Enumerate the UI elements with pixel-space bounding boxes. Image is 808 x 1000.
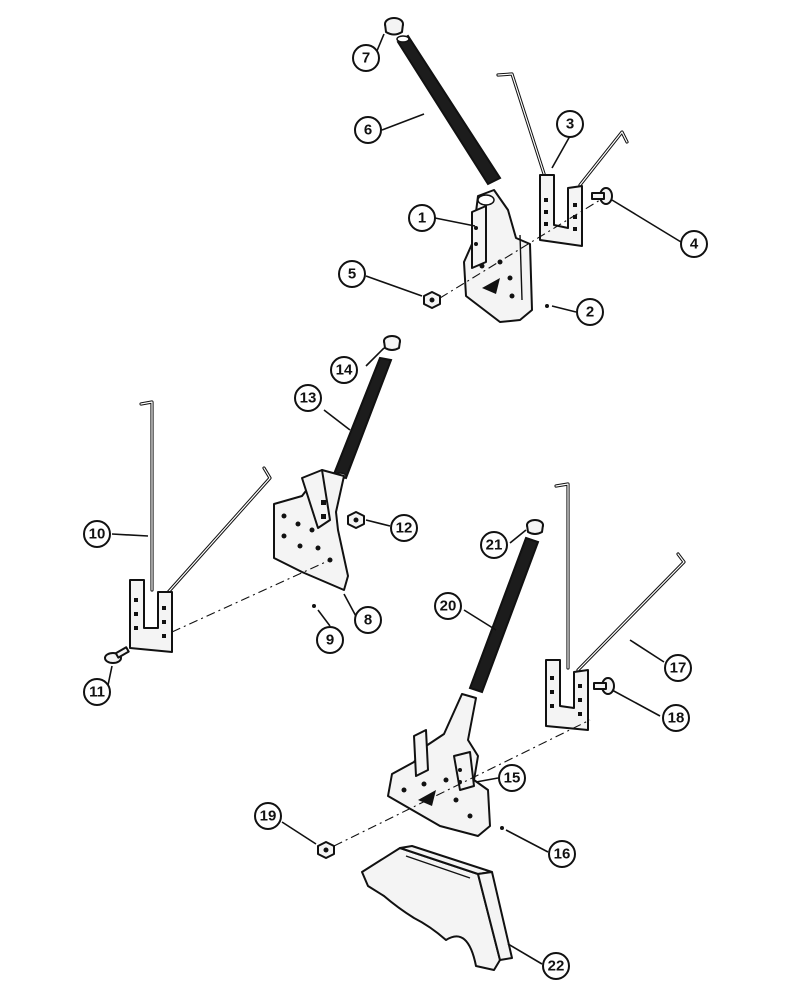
part-7-cap [384,17,404,36]
callout-19: 19 [254,802,282,830]
assembly-top [384,17,629,323]
callout-9: 9 [316,626,344,654]
part-17-rod-bracket [545,482,686,731]
callout-20: 20 [434,592,462,620]
callout-8: 8 [354,606,382,634]
callout-12: 12 [390,514,418,542]
callout-11-label: 11 [89,684,105,701]
assembly-bottom [317,482,686,971]
callout-11: 11 [83,678,111,706]
part-6-lever-tube [396,34,502,186]
part-10-rod-second [161,466,272,600]
callout-13-label: 13 [300,390,317,407]
callout-6-label: 6 [364,122,372,139]
callout-17-label: 17 [670,660,687,677]
part-9-pin [312,604,316,608]
part-12-nut [347,511,365,529]
centerline-middle [171,559,331,633]
callout-22: 22 [542,952,570,980]
part-19-nut [317,841,335,859]
part-5-nut [423,291,441,309]
part-8-lever-bracket [273,469,349,591]
part-14-cap [383,335,401,351]
callout-20-label: 20 [440,598,457,615]
callout-18: 18 [662,704,690,732]
callout-2: 2 [576,298,604,326]
callout-15-label: 15 [504,770,521,787]
callout-10-label: 10 [89,526,106,543]
callout-16: 16 [548,840,576,868]
part-22-boot [361,845,513,971]
part-2-pin [545,304,549,308]
part-10-rod [139,400,154,592]
callout-14: 14 [330,356,358,384]
part-11-bolt [104,646,130,664]
callout-7: 7 [352,44,380,72]
callout-18-label: 18 [668,710,685,727]
callout-15: 15 [498,764,526,792]
part-16-pin [500,826,504,830]
assembly-middle [104,335,401,664]
callout-21-label: 21 [486,537,503,554]
centerline-top [439,199,601,299]
callout-1-label: 1 [418,210,426,227]
callout-5-label: 5 [348,266,356,283]
part-1-lever-bracket [463,189,533,323]
callout-6: 6 [354,116,382,144]
leader-lines [106,33,682,965]
callout-14-label: 14 [336,362,353,379]
part-20-lever-tube [468,536,540,694]
callout-3: 3 [556,110,584,138]
callout-21: 21 [480,531,508,559]
callout-19-label: 19 [260,808,277,825]
callout-13: 13 [294,384,322,412]
part-4-bolt [591,187,613,205]
callout-8-label: 8 [364,612,372,629]
callout-12-label: 12 [396,520,413,537]
callout-4-label: 4 [690,236,699,253]
callout-7-label: 7 [362,50,370,67]
callout-3-label: 3 [566,116,574,133]
part-15-lever-bracket [387,693,491,837]
callout-10: 10 [83,520,111,548]
callout-17: 17 [664,654,692,682]
part-10-u-bracket [129,579,173,653]
callout-1: 1 [408,204,436,232]
callout-4: 4 [680,230,708,258]
part-21-cap [526,519,544,535]
callout-5: 5 [338,260,366,288]
callout-16-label: 16 [554,846,571,863]
part-18-bolt [593,677,615,695]
part-3-rod-bracket [496,72,629,247]
callout-2-label: 2 [586,304,594,321]
callout-9-label: 9 [326,632,334,649]
callout-22-label: 22 [548,958,565,975]
